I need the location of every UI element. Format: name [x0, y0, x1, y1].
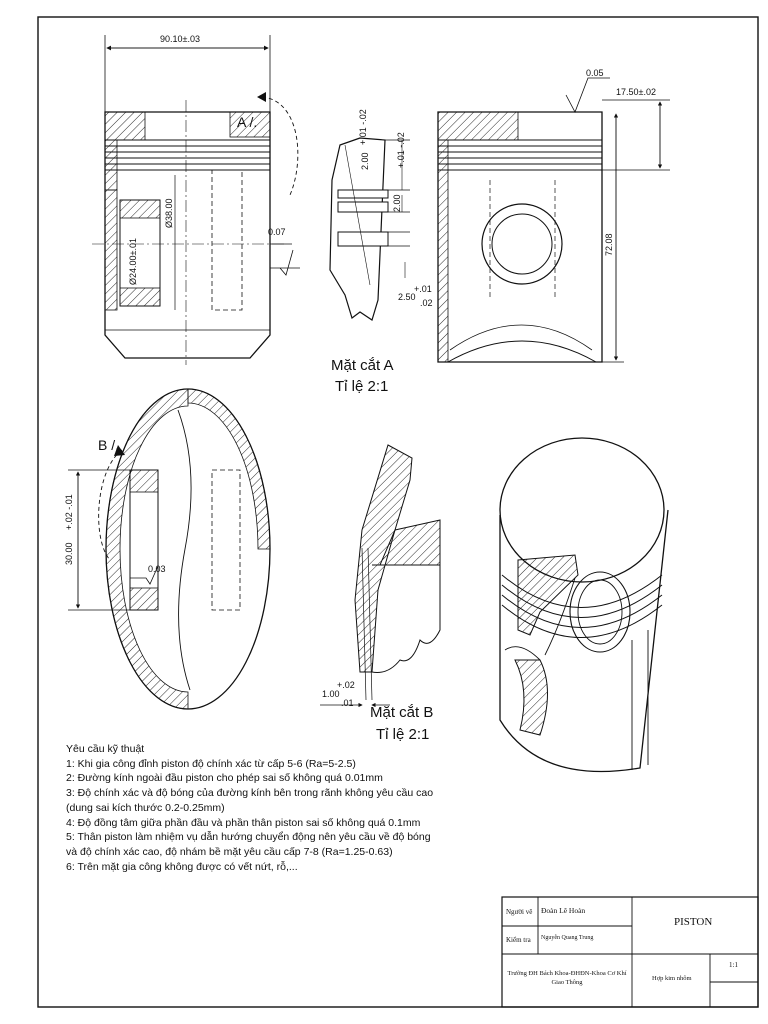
material: Hợp kim nhôm — [652, 975, 692, 982]
note-line: 2: Đường kính ngoài đầu piston cho phép … — [66, 772, 383, 785]
checked-name: Nguyễn Quang Trung — [541, 935, 594, 941]
checked-label: Kiểm tra — [506, 936, 531, 944]
dim-runout-front: 0.07 — [268, 227, 286, 237]
section-a-detail — [329, 137, 410, 321]
drawn-label: Người vẽ — [506, 908, 533, 916]
front-view — [92, 35, 300, 365]
dim-boss-width: 30.00 — [64, 542, 74, 565]
dim-runout-bottom: 0.03 — [148, 564, 166, 574]
section-b-scale: Tỉ lệ 2:1 — [376, 726, 429, 743]
dim-overall-width: 90.10±.03 — [160, 34, 200, 44]
note-line: 5: Thân piston làm nhiệm vụ dẫn hướng ch… — [66, 831, 431, 844]
drawing-frame — [37, 16, 759, 1008]
dim-ring-groove-1: 2.00 — [360, 152, 370, 170]
isometric-view — [499, 437, 669, 773]
drawing-scale: 1:1 — [729, 961, 738, 969]
section-a-scale: Tỉ lệ 2:1 — [335, 378, 388, 395]
technical-notes: Yêu cầu kỹ thuật 1: Khi gia công đỉnh pi… — [66, 742, 486, 874]
dim-total-height: 72.08 — [604, 233, 614, 256]
dim-inner-dia: Ø38.00 — [164, 198, 174, 228]
dim-detail-b: 1.00 — [322, 689, 340, 699]
dim-ring-groove-2: 2.00 — [392, 194, 402, 212]
section-b-detail — [320, 444, 441, 708]
section-mark-a: A /. — [237, 114, 257, 130]
note-line: 4: Độ đồng tâm giữa phần đầu và phần thâ… — [66, 816, 421, 829]
dim-ring-groove-1-tol: +.01 -.02 — [358, 109, 368, 145]
dim-ring-groove-2-tol: +.01 -.02 — [396, 132, 406, 168]
notes-heading: Yêu cầu kỹ thuật — [66, 743, 145, 755]
top-view — [68, 388, 271, 710]
dim-ring-groove-3-tol-lower: .02 — [420, 298, 433, 308]
part-name: PISTON — [674, 916, 713, 928]
dim-ring-groove-3-tol-upper: +.01 — [414, 284, 432, 294]
dim-ring-groove-3: 2.50 — [398, 292, 416, 302]
note-line: và độ chính xác cao, độ nhám bề mặt yêu … — [66, 845, 393, 858]
note-line: 6: Trên mặt gia công không được có vết n… — [66, 860, 298, 873]
section-mark-b: B /. — [98, 437, 119, 453]
drawn-name: Đoàn Lê Hoàn — [541, 906, 586, 915]
note-line: (dung sai kích thước 0.2-0.25mm) — [66, 801, 225, 814]
section-a-title: Mặt cắt A — [331, 357, 394, 374]
note-line: 1: Khi gia công đỉnh piston độ chính xác… — [66, 757, 356, 770]
dim-roughness-top: 0.05 — [586, 68, 604, 78]
dim-top-height: 17.50±.02 — [616, 87, 656, 97]
section-b-title: Mặt cắt B — [370, 704, 433, 721]
title-block-frame — [501, 896, 759, 1008]
note-line: 3: Độ chính xác và độ bóng của đường kín… — [66, 787, 434, 800]
school-name: Trường ĐH Bách Khoa-ĐHĐN-Khoa Cơ Khí Gia… — [507, 970, 627, 986]
dim-pin-bore: Ø24.00±.01 — [128, 238, 138, 285]
dim-detail-b-tol-upper: +.02 — [337, 680, 355, 690]
dim-detail-b-tol-lower: .01 — [341, 698, 354, 708]
side-view — [437, 77, 670, 363]
dim-boss-width-tol: +.02 -.01 — [64, 494, 74, 530]
